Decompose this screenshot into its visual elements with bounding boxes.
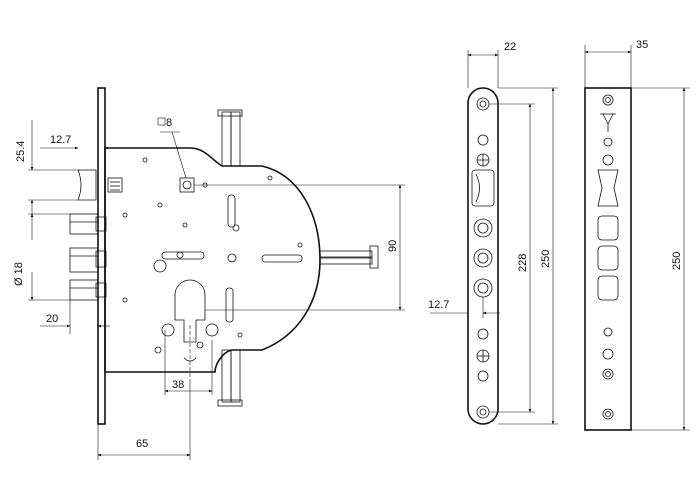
dim-center-distance: 90 xyxy=(194,184,405,311)
top-rod xyxy=(217,109,243,167)
bottom-rod xyxy=(217,349,243,407)
side-faceplate xyxy=(467,87,499,425)
dim-text-square-hole: 8 xyxy=(166,117,172,129)
dim-square-hole: 8 xyxy=(157,117,187,179)
dim-bolt-projection: 20 xyxy=(40,300,110,334)
dim-text-bolt-projection: 20 xyxy=(46,313,58,325)
internal-slots xyxy=(122,157,303,354)
dim-bolt-diameter: Ø 18 xyxy=(13,213,70,301)
dim-strike-length: 250 xyxy=(631,87,690,431)
strike-holes xyxy=(597,94,619,420)
dim-cylinder-offset: 38 xyxy=(164,330,213,395)
dim-bolt-spacing: 228 xyxy=(489,103,535,413)
dim-text-bolt-diameter: Ø 18 xyxy=(13,262,25,286)
dim-text-side-length: 250 xyxy=(540,250,552,268)
strike-plate-outline xyxy=(584,87,632,431)
dim-text-center-distance: 90 xyxy=(387,240,399,252)
strike-plate: 35 250 xyxy=(584,39,690,431)
dim-strike-width: 35 xyxy=(584,39,648,88)
side-view: 22 228 250 12.7 xyxy=(428,41,558,425)
dim-latch-height: 25.4 xyxy=(15,120,78,215)
dim-backset-top: 12.7 xyxy=(40,134,118,150)
deadbolts xyxy=(69,213,107,301)
dim-backset: 65 xyxy=(97,380,191,460)
latch xyxy=(77,169,123,201)
spindle-hole xyxy=(179,177,195,193)
dim-text-bolt-offset: 12.7 xyxy=(428,299,449,311)
dim-text-strike-length: 250 xyxy=(671,252,683,270)
dim-text-strike-width: 35 xyxy=(636,39,648,51)
dim-text-backset: 65 xyxy=(136,438,148,450)
dim-text-backset-top: 12.7 xyxy=(50,134,71,146)
cylinder-cutout xyxy=(161,279,219,380)
dim-bolt-offset: 12.7 xyxy=(428,288,500,318)
dim-side-length: 250 xyxy=(498,87,558,425)
dim-text-cylinder-offset: 38 xyxy=(172,379,184,391)
side-rod xyxy=(319,245,379,269)
dim-side-width: 22 xyxy=(467,41,516,88)
dim-text-side-width: 22 xyxy=(504,41,516,53)
dim-text-latch-height: 25.4 xyxy=(15,141,27,162)
front-view: 8 12.7 25.4 Ø 18 20 xyxy=(13,87,405,460)
dim-text-bolt-spacing: 228 xyxy=(517,254,529,272)
faceplate xyxy=(97,87,106,425)
side-holes xyxy=(471,97,495,419)
lock-body xyxy=(104,147,321,373)
